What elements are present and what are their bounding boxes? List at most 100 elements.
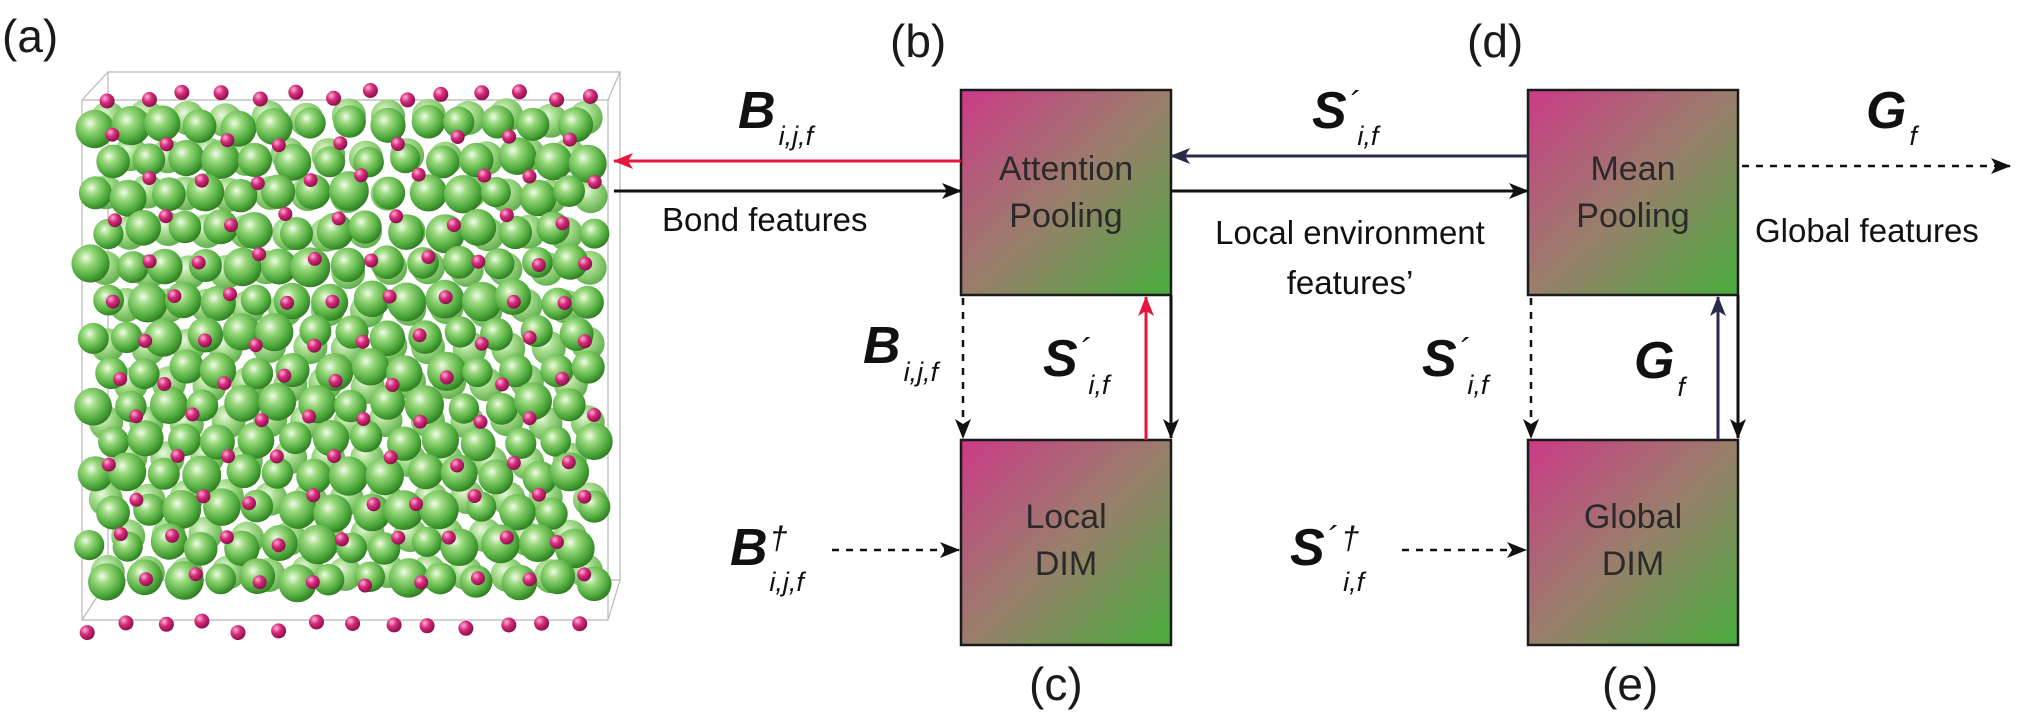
green-atom [312, 420, 350, 457]
green-atom [241, 357, 274, 390]
magenta-atom [280, 295, 295, 310]
magenta-atom [250, 176, 265, 191]
green-atom [77, 322, 109, 354]
magenta-atom [165, 528, 180, 543]
green-atom [290, 247, 331, 288]
green-atom [255, 313, 294, 352]
magenta-atom [325, 294, 340, 309]
green-atom [540, 559, 576, 595]
green-atom [461, 281, 502, 322]
mean-pooling-label-line2: Pooling [1576, 197, 1689, 235]
green-atom [278, 564, 317, 603]
panel-label-a: (a) [2, 10, 58, 62]
global-dim-box [1526, 438, 1740, 647]
green-atom [223, 247, 262, 287]
magenta-atom [170, 448, 185, 463]
green-atom [296, 458, 332, 494]
green-atom [535, 497, 568, 530]
magenta-atom [271, 538, 286, 553]
magenta-atom [501, 617, 517, 633]
magenta-atom [306, 488, 321, 503]
green-atom [294, 107, 326, 139]
magenta-atom [354, 168, 369, 183]
crystal-structure [71, 71, 621, 641]
magenta-atom [252, 247, 267, 262]
magenta-atom [450, 458, 465, 473]
magenta-atom [129, 409, 144, 424]
magenta-atom [307, 338, 322, 353]
magenta-atom [334, 532, 349, 547]
magenta-atom [467, 489, 482, 503]
local-environment-label-line2: features’ [1287, 264, 1414, 301]
green-atom [480, 177, 511, 208]
magenta-atom [224, 218, 238, 233]
green-atom [443, 106, 475, 138]
bond-features-label: Bond features [662, 201, 867, 238]
magenta-atom [167, 289, 182, 304]
green-atom [499, 494, 536, 531]
green-atom [107, 452, 147, 492]
green-atom [552, 388, 586, 422]
green-atom [223, 179, 258, 213]
green-atom [299, 315, 332, 347]
green-atom [370, 245, 404, 279]
magenta-atom [531, 487, 546, 502]
green-atom [96, 495, 130, 530]
magenta-atom [331, 211, 346, 226]
magenta-atom [174, 84, 190, 100]
magenta-atom [158, 616, 174, 632]
green-atom [353, 280, 391, 318]
magenta-atom [309, 614, 324, 630]
green-atom [260, 174, 296, 209]
magenta-atom [549, 92, 565, 108]
magenta-atom [470, 571, 485, 586]
magenta-atom [441, 530, 456, 545]
green-atom [498, 215, 533, 250]
green-atom [442, 245, 476, 279]
magenta-atom [79, 625, 95, 641]
magenta-atom [412, 328, 427, 343]
magenta-atom [582, 89, 598, 104]
green-atom [88, 563, 126, 601]
magenta-atom [223, 287, 237, 302]
green-atom [328, 456, 369, 496]
magenta-atom [522, 169, 537, 184]
magenta-atom [326, 90, 342, 106]
magenta-atom [587, 408, 601, 422]
magenta-atom [333, 136, 348, 151]
magenta-atom [386, 617, 402, 633]
green-atom [96, 144, 130, 179]
local-dim-label-line2: DIM [1035, 545, 1097, 583]
green-atom [274, 143, 312, 181]
attention-pooling-label-line1: Attention [999, 150, 1133, 188]
green-atom [534, 142, 573, 181]
green-atom [411, 526, 443, 557]
green-atom [111, 106, 151, 146]
magenta-atom [499, 530, 514, 545]
green-atom [419, 490, 459, 530]
magenta-atom [113, 372, 128, 387]
green-atom [168, 423, 201, 457]
magenta-atom [105, 294, 120, 309]
green-atom [478, 459, 514, 495]
magenta-atom [159, 137, 174, 152]
green-atom [481, 524, 520, 564]
magenta-atom [358, 578, 372, 593]
magenta-atom [577, 567, 592, 582]
magenta-atom [495, 377, 510, 392]
magenta-atom [217, 376, 232, 391]
magenta-atom [446, 218, 461, 233]
green-atom [448, 393, 480, 424]
magenta-atom [471, 254, 486, 269]
magenta-atom [473, 414, 488, 429]
magenta-atom [158, 209, 173, 224]
magenta-atom [474, 85, 490, 101]
magenta-atom [562, 132, 577, 147]
mean-pooling-box [1526, 88, 1740, 297]
magenta-atom [113, 527, 128, 541]
green-atom [182, 109, 217, 143]
green-atom [370, 385, 405, 420]
green-atom [348, 210, 382, 244]
green-atom [203, 488, 241, 526]
